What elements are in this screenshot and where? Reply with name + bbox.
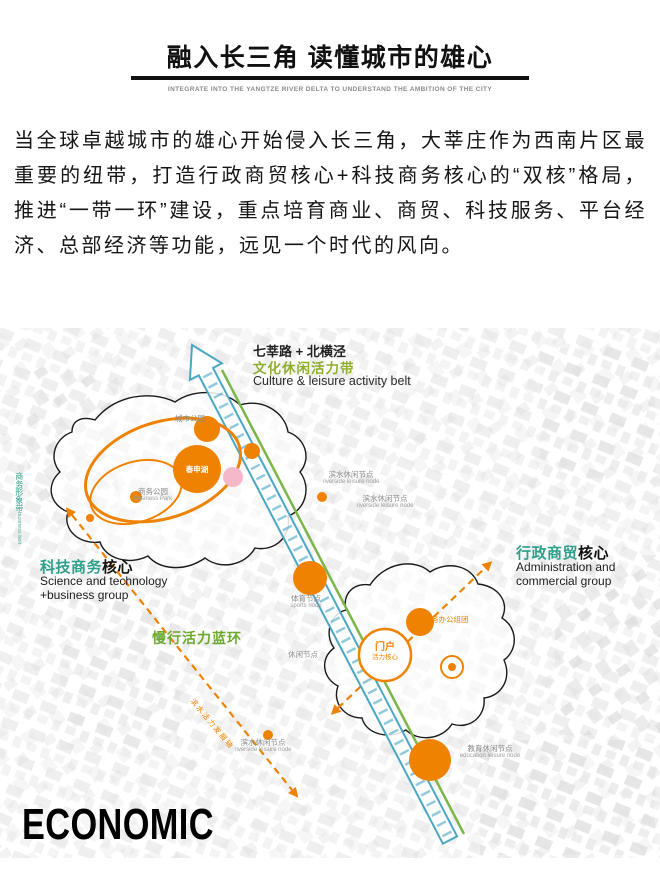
intro-paragraph: 当全球卓越城市的雄心开始侵入长三角，大莘庄作为西南片区最重要的纽带，打造行政商贸… (14, 130, 647, 257)
admin-group-label-highlight: 行政商贸 (516, 545, 579, 562)
admin-group-en-line1: Administration and (516, 560, 616, 574)
tech-group-label-suffix: 核心 (102, 559, 134, 576)
tech-group-en-line1: Science and technology (40, 574, 168, 588)
page-subtitle: INTEGRATE INTO THE YANGTZE RIVER DELTA T… (167, 86, 493, 93)
ring-label: 慢行活力蓝环 (152, 630, 242, 646)
center-node-label: 春申湖 (185, 465, 209, 474)
gate-node-label: 门户 活力核心 (372, 642, 398, 661)
node-circles (86, 416, 464, 781)
development-axis-arrowheads (65, 507, 493, 798)
node-label-city-park: 城市公园 (175, 414, 205, 423)
belt-name-en-label: Culture & leisure activity belt (253, 374, 411, 388)
page-title: 融入长三角 读懂城市的雄心 (166, 44, 494, 72)
admin-group-en-line2: commercial group (516, 574, 612, 588)
node-label-business-belt: 商务形象带business belt (14, 472, 24, 545)
admin-group-label: 行政商贸核心 (516, 542, 609, 563)
belt-road-label: 七莘路 + 北横泾 (253, 344, 346, 359)
tech-group-en-line2: +business group (40, 588, 129, 602)
node-label-office-cluster: 商务办公组团 (423, 615, 469, 624)
tech-group-label: 科技商务核心 (40, 556, 133, 577)
node-label-leisure: 休闲节点 (288, 650, 318, 659)
development-axis-lines (71, 514, 486, 791)
belt-name-label: 文化休闲活力带 (253, 361, 355, 376)
tech-group-label-highlight: 科技商务 (40, 559, 103, 576)
economic-heading: ECONOMIC (22, 800, 214, 849)
title-underline (131, 76, 529, 80)
admin-group-label-suffix: 核心 (578, 545, 610, 562)
belt-arrow (188, 343, 459, 846)
